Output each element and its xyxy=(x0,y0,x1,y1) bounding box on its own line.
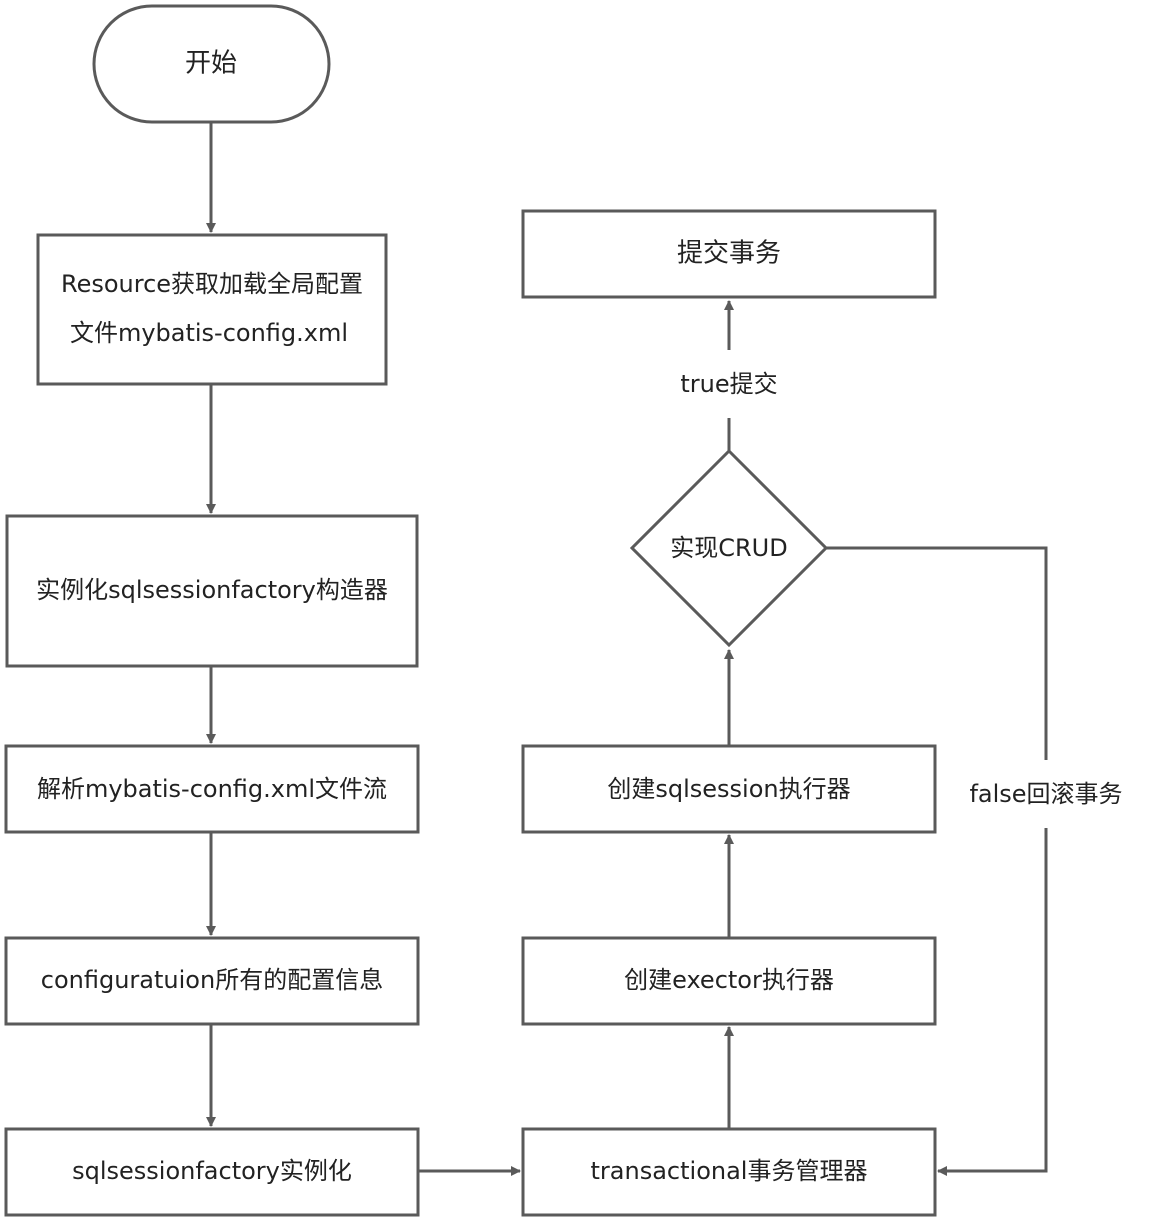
configuration-node xyxy=(4,936,420,1026)
edge-false-lower xyxy=(937,828,1048,1176)
commit-node xyxy=(521,209,937,299)
configuration-label: configuratuion所有的配置信息 xyxy=(41,966,383,994)
false-branch-label: false回滚事务 xyxy=(969,780,1122,808)
session-label: 创建sqlsession执行器 xyxy=(607,775,850,803)
executor-node xyxy=(521,936,937,1026)
builder-node xyxy=(5,514,419,668)
commit-label: 提交事务 xyxy=(677,239,781,269)
crud-label: 实现CRUD xyxy=(670,534,787,562)
load-config-node xyxy=(36,233,388,386)
crud-decision xyxy=(629,448,829,648)
start-label: 开始 xyxy=(185,49,237,79)
parse-label: 解析mybatis-config.xml文件流 xyxy=(37,775,387,803)
load-config-label-line2: 文件mybatis-config.xml xyxy=(70,319,348,347)
executor-label: 创建exector执行器 xyxy=(624,966,834,994)
builder-label: 实例化sqlsessionfactory构造器 xyxy=(36,576,388,604)
parse-node xyxy=(4,744,420,834)
factory-label: sqlsessionfactory实例化 xyxy=(72,1157,352,1185)
true-branch-label: true提交 xyxy=(680,370,777,398)
transaction-label: transactional事务管理器 xyxy=(591,1157,868,1185)
load-config-label-line1: Resource获取加载全局配置 xyxy=(61,270,363,298)
edge-false-upper xyxy=(826,546,1048,760)
